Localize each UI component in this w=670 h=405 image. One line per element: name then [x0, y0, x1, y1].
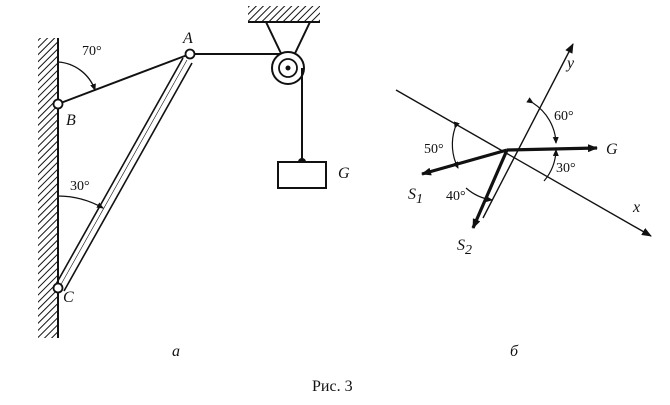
angle-70-label: 70° [82, 44, 102, 59]
force-s1-label: S1 [408, 186, 423, 207]
angle-arc-60 [526, 97, 559, 144]
axis-x-label: x [632, 199, 640, 216]
hinge-c [52, 282, 64, 294]
axis-x [395, 89, 652, 237]
wall [38, 38, 59, 338]
angle-40-label: 40° [446, 189, 466, 204]
point-a-label: A [182, 30, 193, 47]
angle-arc-40 [465, 187, 493, 203]
hinge-b [52, 98, 64, 110]
hinge-a [184, 48, 196, 60]
force-s1-letter: S [408, 186, 416, 203]
axis-y [482, 43, 574, 219]
rod-ca [54, 57, 193, 292]
force-s2-letter: S [457, 237, 465, 254]
force-g-label: G [606, 141, 618, 158]
point-c-label: C [63, 289, 74, 306]
figure-caption: Рис. 3 [312, 378, 353, 395]
force-s2-subscript: 2 [465, 243, 472, 258]
panel-a: 70° 30° A B C G а [38, 6, 350, 360]
angle-30b-label: 30° [556, 161, 576, 176]
point-b-label: B [66, 112, 76, 129]
force-s2-label: S2 [457, 237, 472, 258]
force-s1-subscript: 1 [416, 192, 423, 207]
angle-60-label: 60° [554, 109, 574, 124]
pulley [271, 51, 305, 85]
angle-50-label: 50° [424, 142, 444, 157]
angle-arc-30 [57, 195, 104, 209]
weight-label: G [338, 165, 350, 182]
panel-b: y x 60° 50° 30° 40° G S1 S2 б [395, 43, 652, 360]
angle-arc-30b [543, 149, 559, 182]
force-s1-vector [421, 148, 508, 176]
angle-arc-70 [57, 61, 96, 91]
axis-y-label: y [565, 55, 575, 72]
panel-b-label: б [510, 343, 519, 360]
panel-a-label: а [172, 343, 180, 360]
weight-box [277, 161, 327, 189]
angle-arc-50 [451, 121, 460, 169]
ceiling [248, 6, 320, 23]
angle-30-label: 30° [70, 179, 90, 194]
force-g-vector [506, 144, 598, 153]
rope-ba [57, 53, 191, 105]
force-s2-vector [471, 149, 509, 229]
